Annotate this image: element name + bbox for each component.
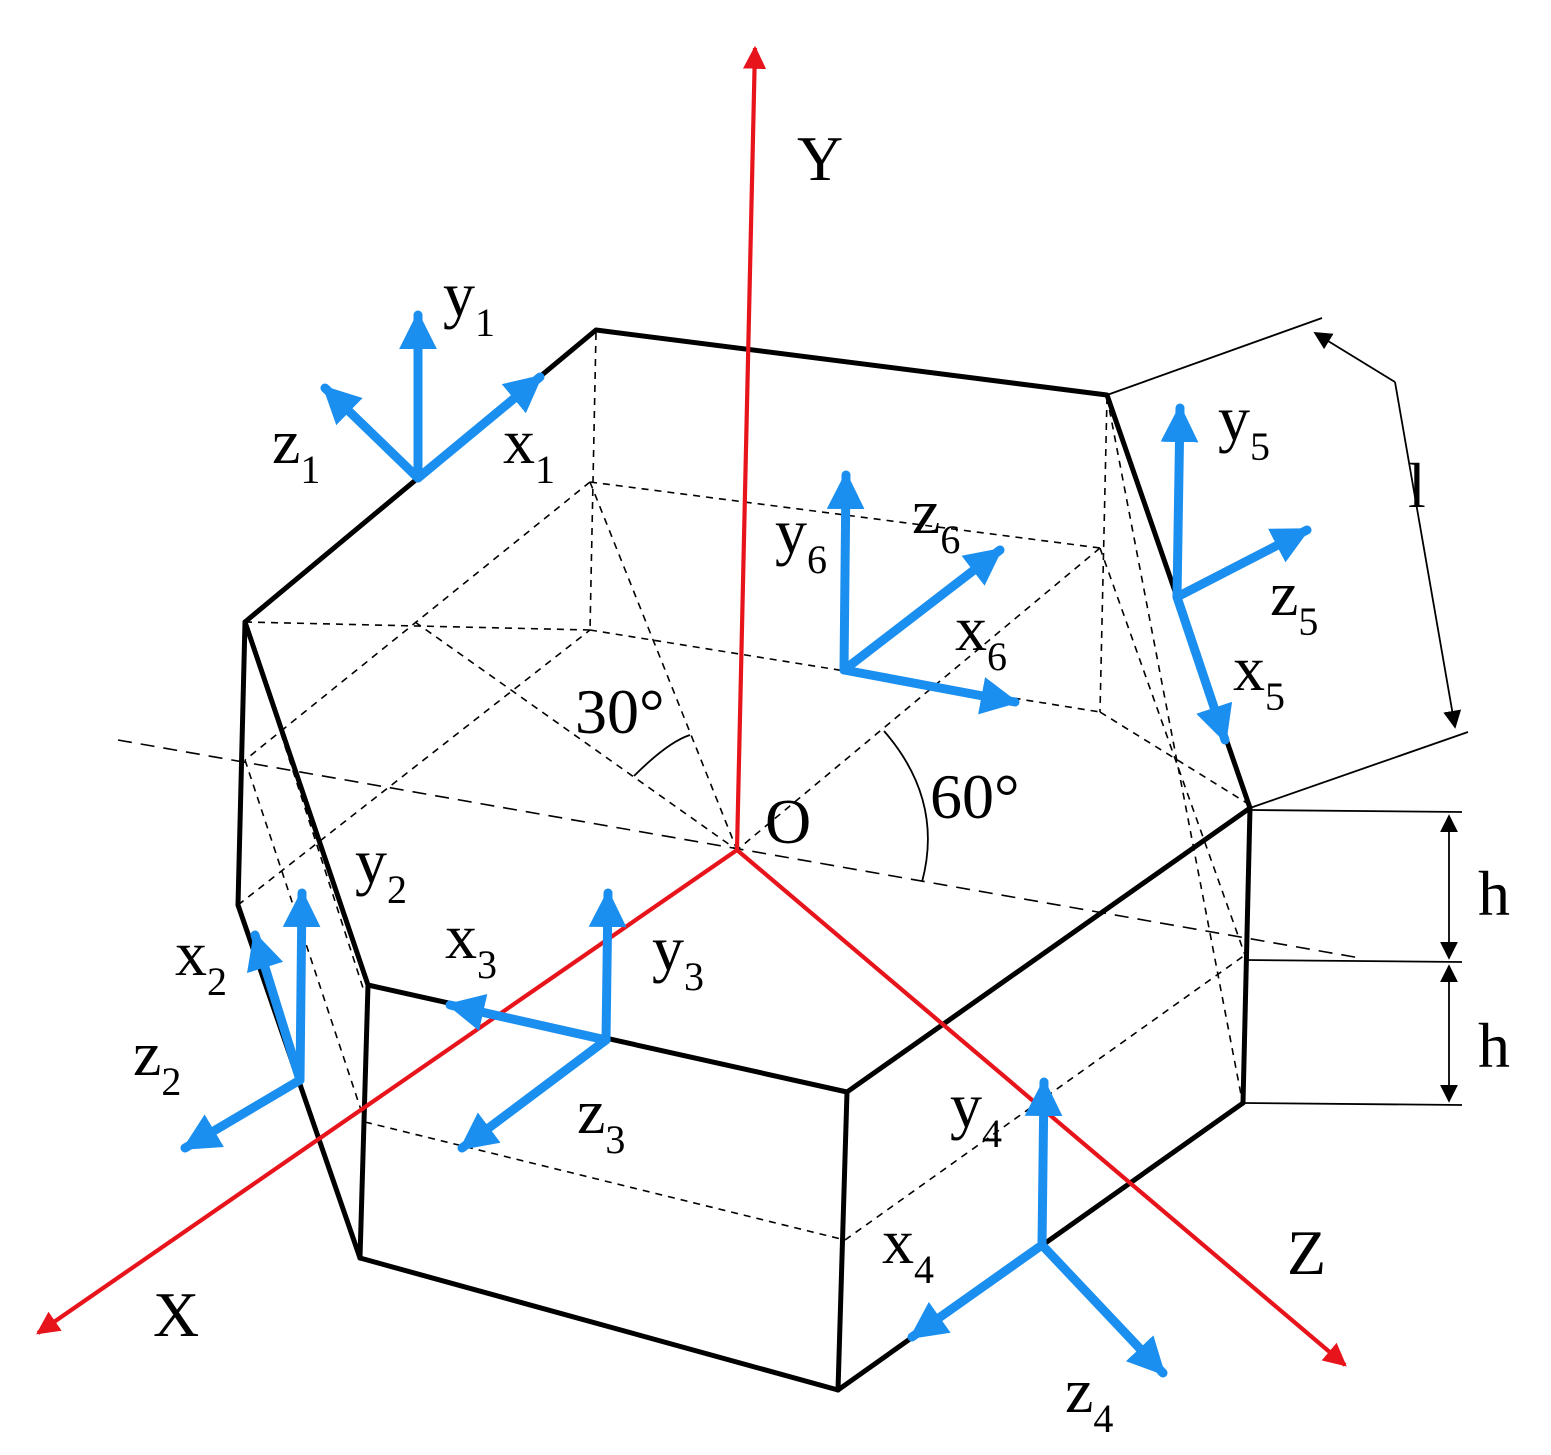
origin-label: O [765,786,811,857]
frame-5-x-label: x5 [1233,633,1285,719]
frame-3-y-label: y3 [652,913,704,999]
frame-5-y-label: y5 [1218,383,1270,469]
frame-3-x-label: x3 [445,901,497,987]
frame-6-y-label: y6 [775,496,827,582]
angle-arc-30 [633,734,691,777]
height-h-upper-label: h [1478,858,1510,929]
frame-6 [826,470,1020,715]
frame-2-y-label: y2 [355,826,407,912]
y-axis-label: Y [797,123,843,194]
frame-2-z-label: z2 [133,1018,181,1104]
height-h-lower-label: h [1478,1010,1510,1081]
frame-1-z-label: z1 [272,406,320,492]
frame-2 [180,888,321,1153]
local-frames [180,310,1312,1378]
frame-4-y-label: y4 [950,1070,1002,1156]
dimension-lines [1106,317,1469,1106]
frame-2-x-label: x2 [175,918,227,1004]
x-axis-label: X [153,1279,199,1350]
frame-5-z-label: z5 [1270,558,1318,644]
frame-1-x-label: x1 [503,406,555,492]
length-l-label: l [1408,450,1426,521]
frame-5 [1160,403,1312,745]
angle-60-label: 60° [930,761,1020,832]
z-axis-label: Z [1287,1217,1326,1288]
frame-4-x-label: x4 [882,1206,934,1292]
x-axis-arrow [36,848,739,1335]
angle-arc-60 [883,730,929,883]
frame-1 [320,310,545,483]
frame-4 [907,1077,1168,1378]
frame-6-z-label: z6 [912,476,960,562]
frame-4-z-label: z4 [1065,1355,1113,1441]
frame-3-z-label: z3 [577,1076,625,1162]
angle-30-label: 30° [575,676,665,747]
frame-1-y-label: y1 [443,259,495,345]
frame-6-x-label: x6 [955,593,1007,679]
frame-3 [445,888,627,1153]
y-axis-arrow [734,45,767,851]
